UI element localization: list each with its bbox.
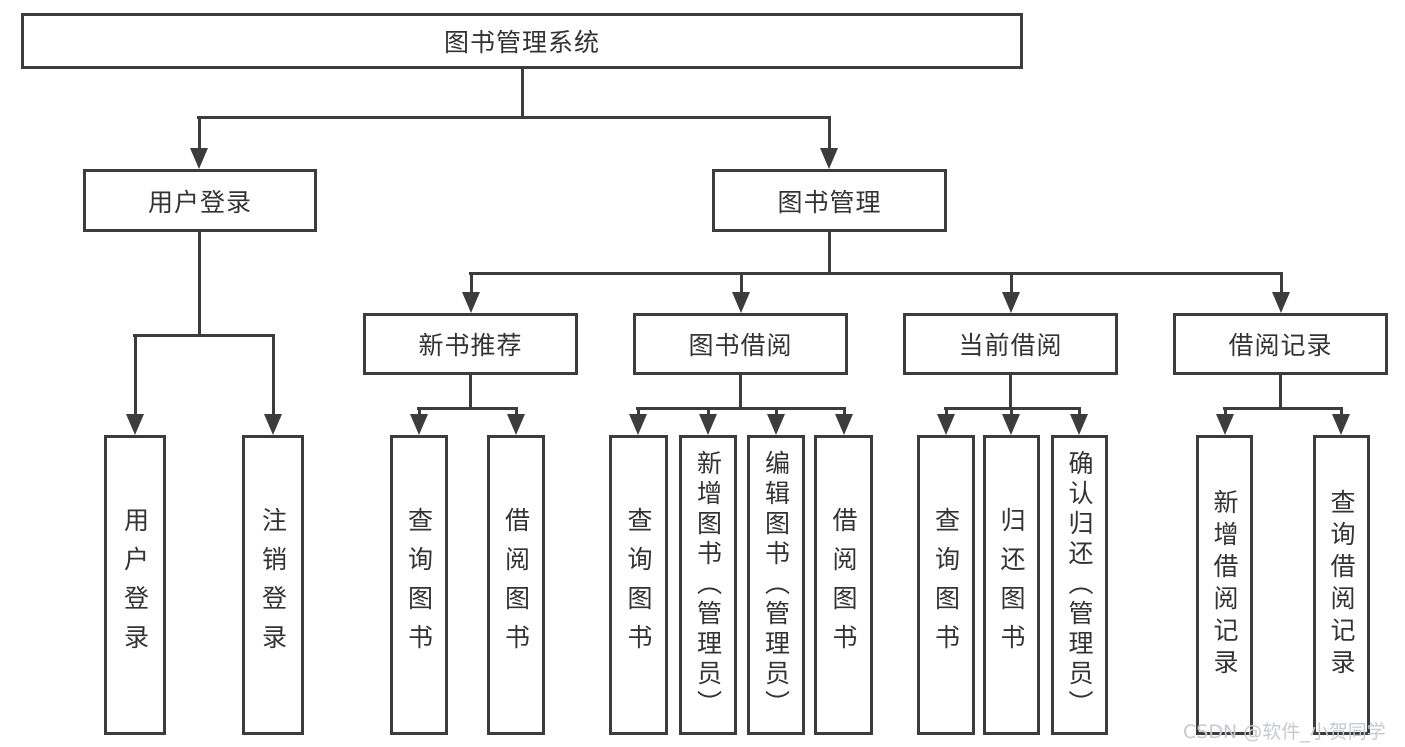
arrow-stem <box>418 408 421 417</box>
leaf-br-query-record: 查询借阅记录 <box>1313 435 1370 735</box>
connector-hline <box>417 407 518 410</box>
node-library-system-label: 图书管理系统 <box>443 28 600 57</box>
arrowhead-down-icon <box>835 414 853 435</box>
node-borrow-records: 借阅记录 <box>1173 313 1388 375</box>
leaf-cb-confirm-return-admin-label: 确认归还（管理员） <box>1065 450 1094 720</box>
arrowhead-down-icon <box>732 292 750 313</box>
arrow-stem <box>1078 408 1081 417</box>
connector-vline <box>198 232 201 336</box>
leaf-nbr-query-books: 查询图书 <box>390 435 448 735</box>
arrow-stem <box>843 408 846 417</box>
arrowhead-down-icon <box>1070 414 1088 435</box>
connector-vline <box>469 375 472 409</box>
arrow-stem <box>1010 273 1013 295</box>
leaf-bb-edit-books-admin-label: 编辑图书（管理员） <box>761 450 791 720</box>
connector-hline <box>133 334 275 337</box>
leaf-br-add-record: 新增借阅记录 <box>1196 435 1253 735</box>
arrowhead-down-icon <box>1002 414 1020 435</box>
node-book-borrow: 图书借阅 <box>633 313 848 375</box>
connector-vline <box>1009 375 1012 409</box>
arrowhead-down-icon <box>1272 292 1290 313</box>
connector-hline <box>469 272 1283 275</box>
leaf-bb-query-books-label: 查询图书 <box>624 507 653 663</box>
arrow-stem <box>1224 408 1227 417</box>
arrow-stem <box>134 335 137 417</box>
arrowhead-down-icon <box>629 414 647 435</box>
leaf-user-login: 用户登录 <box>104 435 166 735</box>
connector-vline <box>521 69 524 118</box>
arrowhead-down-icon <box>1216 414 1234 435</box>
arrow-stem <box>272 335 275 417</box>
leaf-bb-borrow-books-label: 借阅图书 <box>829 507 858 663</box>
node-book-management: 图书管理 <box>712 169 947 232</box>
arrowhead-down-icon <box>1002 292 1020 313</box>
arrow-stem <box>945 408 948 417</box>
leaf-br-query-record-label: 查询借阅记录 <box>1327 489 1356 681</box>
node-book-management-label: 图书管理 <box>777 187 882 217</box>
arrowhead-down-icon <box>462 292 480 313</box>
node-library-system: 图书管理系统 <box>21 13 1023 69</box>
leaf-cb-query-books-label: 查询图书 <box>931 507 961 663</box>
arrow-stem <box>1280 273 1283 295</box>
node-book-borrow-label: 图书借阅 <box>688 331 793 360</box>
arrowhead-down-icon <box>126 414 144 435</box>
connector-vline <box>1279 375 1282 409</box>
node-new-book-recommend: 新书推荐 <box>363 313 578 375</box>
leaf-cb-return-books-label: 归还图书 <box>997 507 1026 663</box>
leaf-bb-add-books-admin-label: 新增图书（管理员） <box>693 450 723 720</box>
leaf-cb-query-books: 查询图书 <box>917 435 975 735</box>
csdn-watermark: CSDN @软件_小贺同学 <box>1183 721 1386 743</box>
node-new-book-recommend-label: 新书推荐 <box>418 331 523 360</box>
leaf-nbr-query-books-label: 查询图书 <box>404 507 434 663</box>
arrow-stem <box>775 408 778 417</box>
arrow-stem <box>470 273 473 295</box>
arrowhead-down-icon <box>937 414 955 435</box>
leaf-br-add-record-label: 新增借阅记录 <box>1210 489 1239 681</box>
node-user-login-label: 用户登录 <box>147 187 252 217</box>
leaf-cb-return-books: 归还图书 <box>983 435 1040 735</box>
leaf-bb-add-books-admin: 新增图书（管理员） <box>679 435 737 735</box>
arrow-stem <box>515 408 518 417</box>
arrowhead-down-icon <box>190 148 208 169</box>
arrowhead-down-icon <box>820 148 838 169</box>
arrowhead-down-icon <box>507 414 525 435</box>
arrowhead-down-icon <box>264 414 282 435</box>
connector-hline <box>1223 407 1343 410</box>
connector-vline <box>739 375 742 409</box>
arrowhead-down-icon <box>699 414 717 435</box>
arrow-stem <box>740 273 743 295</box>
arrow-stem <box>828 117 831 151</box>
leaf-user-login-label: 用户登录 <box>120 507 150 663</box>
arrowhead-down-icon <box>410 414 428 435</box>
connector-vline <box>828 232 831 274</box>
arrow-stem <box>198 117 201 151</box>
arrow-stem <box>637 408 640 417</box>
node-current-borrow: 当前借阅 <box>903 313 1118 375</box>
arrow-stem <box>707 408 710 417</box>
leaf-nbr-borrow-books: 借阅图书 <box>487 435 545 735</box>
node-current-borrow-label: 当前借阅 <box>958 331 1063 360</box>
connector-hline <box>944 407 1081 410</box>
node-borrow-records-label: 借阅记录 <box>1228 331 1333 360</box>
arrowhead-down-icon <box>767 414 785 435</box>
leaf-nbr-borrow-books-label: 借阅图书 <box>501 507 531 663</box>
leaf-logout-label: 注销登录 <box>258 507 288 663</box>
leaf-bb-borrow-books: 借阅图书 <box>814 435 873 735</box>
leaf-logout: 注销登录 <box>242 435 304 735</box>
arrow-stem <box>1010 408 1013 417</box>
leaf-bb-edit-books-admin: 编辑图书（管理员） <box>747 435 805 735</box>
arrowhead-down-icon <box>1332 414 1350 435</box>
arrow-stem <box>1340 408 1343 417</box>
leaf-bb-query-books: 查询图书 <box>609 435 668 735</box>
connector-hline <box>197 116 831 119</box>
leaf-cb-confirm-return-admin: 确认归还（管理员） <box>1051 435 1108 735</box>
node-user-login: 用户登录 <box>83 169 317 232</box>
